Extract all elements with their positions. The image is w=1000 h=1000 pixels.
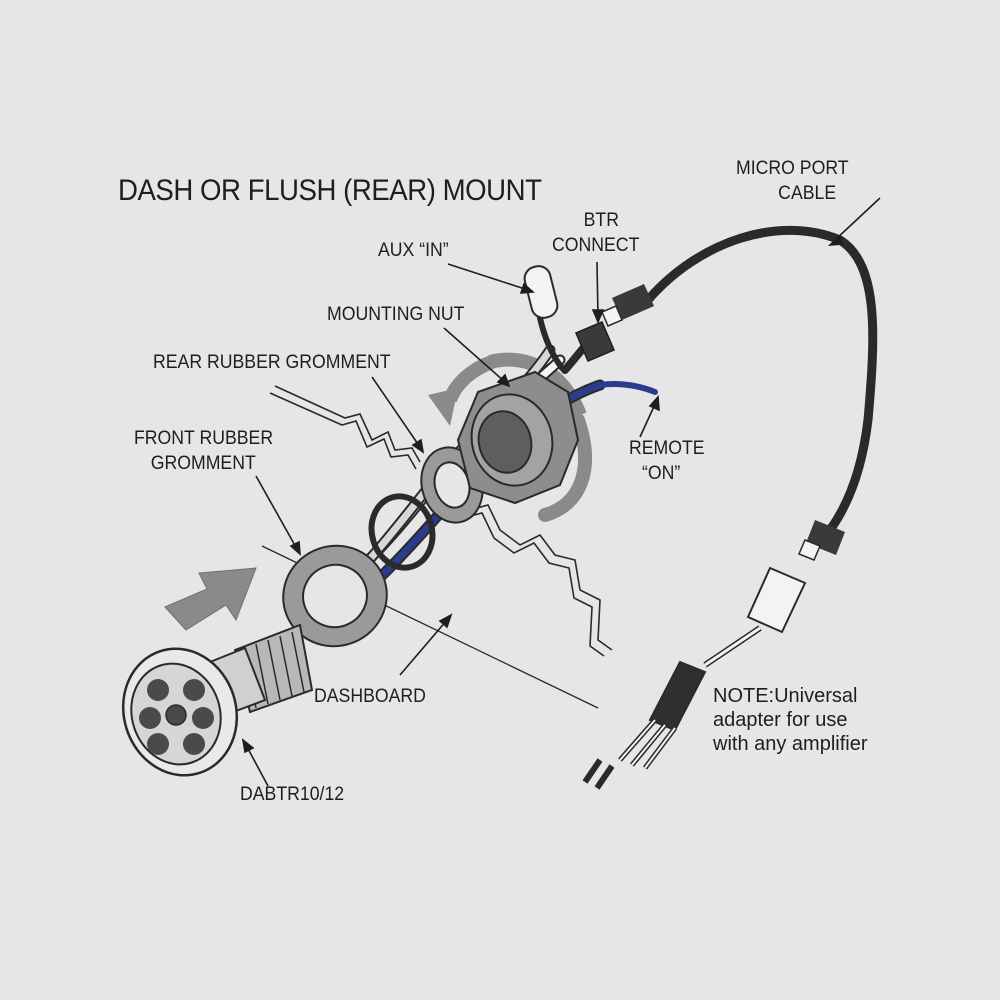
universal-adapter: [582, 566, 807, 790]
aux-in-plug: [523, 265, 559, 319]
dabtr-controller: [121, 646, 267, 777]
front-rubber-gromment: [282, 544, 388, 648]
adapter-note: NOTE:Universal adapter for use with any …: [713, 685, 868, 755]
label-remote-on: REMOTE “ON”: [629, 438, 705, 484]
push-arrow-icon: [164, 567, 257, 631]
diagram-title: DASH OR FLUSH (REAR) MOUNT: [118, 174, 542, 207]
label-rear-rubber-gromment: REAR RUBBER GROMMENT: [153, 352, 391, 373]
btr-connect-plug: [575, 321, 615, 362]
label-micro-port-cable: MICRO PORT CABLE: [736, 158, 849, 204]
label-btr-connect: BTR CONNECT: [552, 210, 640, 256]
label-model: DABTR10/12: [240, 784, 345, 805]
leader-lines: [241, 197, 881, 787]
mounting-nut: [456, 370, 580, 505]
micro-port-cable: [601, 225, 878, 561]
label-dashboard: DASHBOARD: [314, 686, 426, 707]
label-aux-in: AUX “IN”: [378, 240, 449, 261]
label-front-rubber-gromment: FRONT RUBBER GROMMENT: [134, 428, 274, 474]
label-mounting-nut: MOUNTING NUT: [327, 304, 465, 325]
